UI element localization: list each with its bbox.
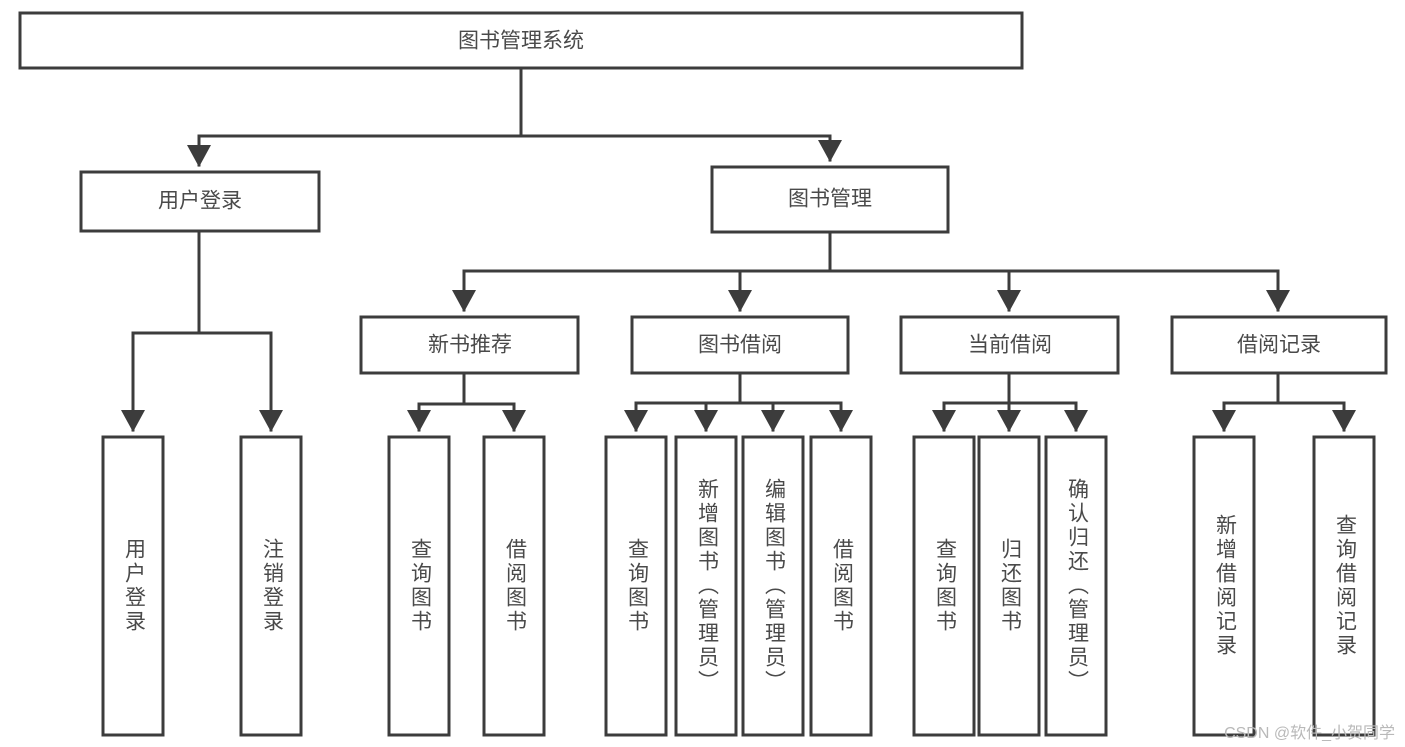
node-book-borrow[interactable]: 图书借阅 [630,315,850,375]
node-user-login[interactable]: 用户登录 [79,170,321,233]
node-leaf-user-logout[interactable]: 注销登录 [239,435,303,737]
node-leaf-borrow-book-1[interactable]: 借阅图书 [482,435,546,737]
node-leaf-user-login-box[interactable] [101,435,165,737]
connector-group [121,66,1356,432]
node-leaf-query-book-2-label: 查询图书 [625,538,649,634]
node-leaf-edit-book[interactable]: 编辑图书（管理员） [741,435,805,737]
node-current-borrow-box[interactable] [899,315,1120,375]
node-leaf-user-logout-box[interactable] [239,435,303,737]
node-book-management-label: 图书管理 [788,188,872,211]
node-leaf-query-record-label: 查询借阅记录 [1333,514,1357,658]
node-new-book-recommend-label: 新书推荐 [428,334,512,357]
node-borrow-record[interactable]: 借阅记录 [1170,315,1388,375]
node-leaf-query-book-1-label: 查询图书 [408,538,432,634]
node-book-management-box[interactable] [710,165,950,234]
node-leaf-add-record[interactable]: 新增借阅记录 [1192,435,1256,737]
node-leaf-user-login[interactable]: 用户登录 [101,435,165,737]
node-user-login-box[interactable] [79,170,321,233]
node-current-borrow[interactable]: 当前借阅 [899,315,1120,375]
node-leaf-query-book-3-label: 查询图书 [933,538,957,634]
node-leaf-query-book-2[interactable]: 查询图书 [604,435,668,737]
node-leaf-query-book-2-box[interactable] [604,435,668,737]
node-leaf-confirm-return-label: 确认归还（管理员） [1065,478,1089,694]
node-leaf-add-book-label: 新增图书（管理员） [695,478,719,694]
node-root[interactable]: 图书管理系统 [18,11,1024,70]
node-leaf-add-record-label: 新增借阅记录 [1213,514,1237,658]
node-leaf-confirm-return-box[interactable] [1044,435,1108,737]
node-borrow-record-label: 借阅记录 [1237,334,1321,357]
node-leaf-return-book-label: 归还图书 [998,538,1022,634]
node-leaf-query-record-box[interactable] [1312,435,1376,737]
node-leaf-query-book-1-box[interactable] [387,435,451,737]
node-leaf-edit-book-label: 编辑图书（管理员） [762,478,786,694]
node-root-label: 图书管理系统 [458,30,584,53]
node-leaf-borrow-book-2[interactable]: 借阅图书 [809,435,873,737]
node-new-book-recommend[interactable]: 新书推荐 [359,315,580,375]
node-leaf-query-book-3-box[interactable] [912,435,976,737]
node-borrow-record-box[interactable] [1170,315,1388,375]
node-leaf-borrow-book-1-label: 借阅图书 [503,538,527,634]
node-leaf-add-record-box[interactable] [1192,435,1256,737]
node-book-borrow-box[interactable] [630,315,850,375]
node-current-borrow-label: 当前借阅 [968,334,1052,357]
node-new-book-recommend-box[interactable] [359,315,580,375]
node-leaf-borrow-book-1-box[interactable] [482,435,546,737]
node-leaf-edit-book-box[interactable] [741,435,805,737]
node-leaf-return-book[interactable]: 归还图书 [977,435,1041,737]
node-book-management[interactable]: 图书管理 [710,165,950,234]
node-root-box[interactable] [18,11,1024,70]
node-leaf-borrow-book-2-label: 借阅图书 [830,538,854,634]
node-user-login-label: 用户登录 [158,190,242,213]
node-leaf-query-record[interactable]: 查询借阅记录 [1312,435,1376,737]
node-leaf-add-book[interactable]: 新增图书（管理员） [674,435,738,737]
node-leaf-query-book-1[interactable]: 查询图书 [387,435,451,737]
node-leaf-query-book-3[interactable]: 查询图书 [912,435,976,737]
node-leaf-user-logout-label: 注销登录 [260,538,284,634]
node-leaf-user-login-label: 用户登录 [122,538,146,634]
node-leaf-borrow-book-2-box[interactable] [809,435,873,737]
node-leaf-add-book-box[interactable] [674,435,738,737]
node-leaf-return-book-box[interactable] [977,435,1041,737]
node-leaf-confirm-return[interactable]: 确认归还（管理员） [1044,435,1108,737]
node-book-borrow-label: 图书借阅 [698,334,782,357]
